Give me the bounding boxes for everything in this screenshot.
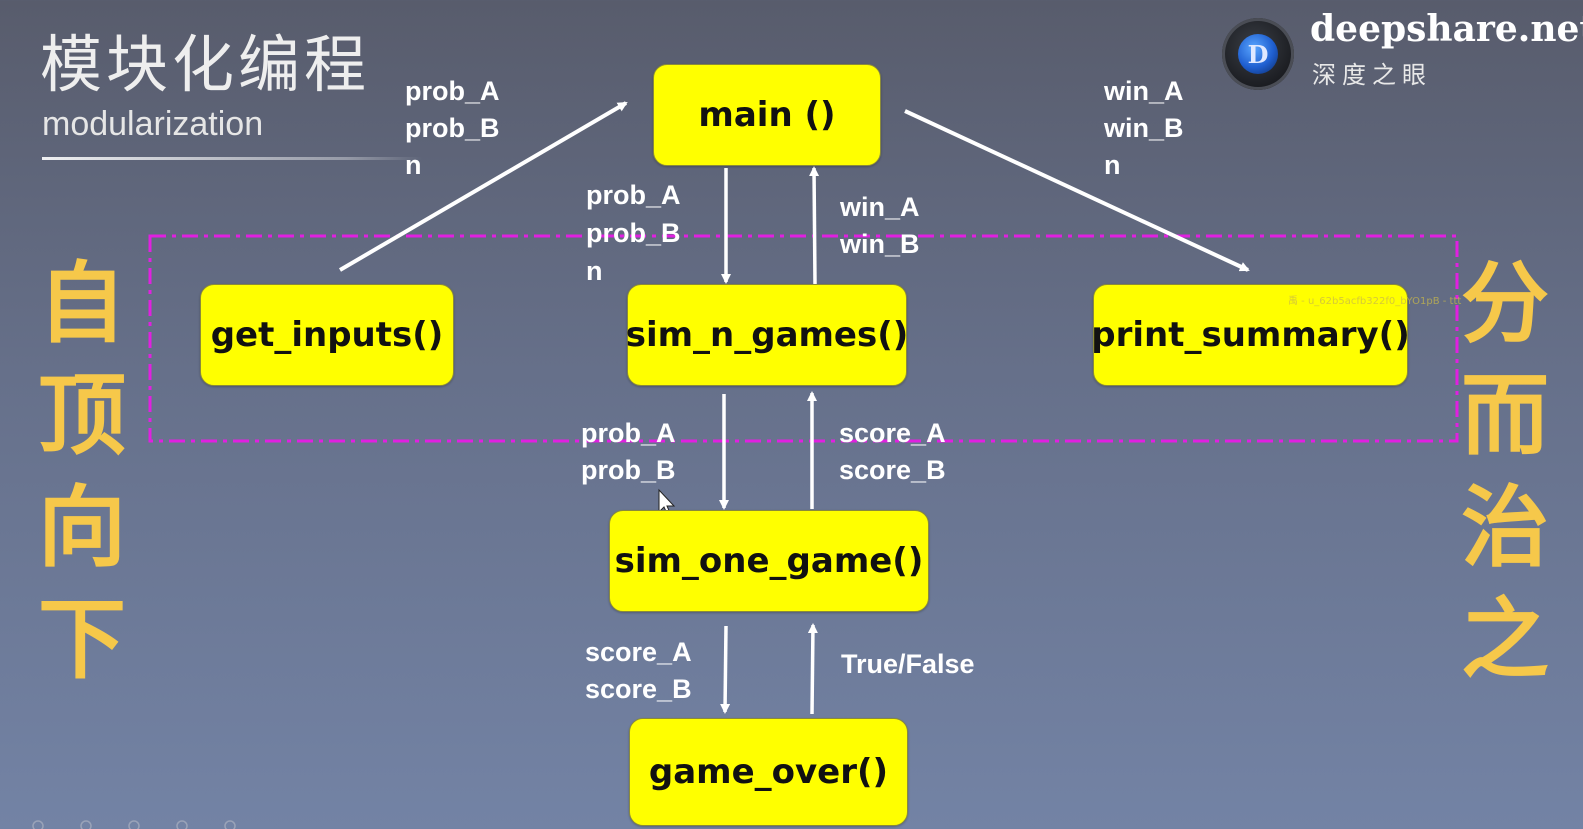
side-left-char: 自 [37, 252, 126, 355]
edge-label-line: prob_B [581, 455, 676, 485]
label-sim-one-game-to-game-over: score_A score_B [585, 634, 692, 708]
edge-label-line: n [586, 256, 603, 286]
arrow-get-inputs-to-main [338, 101, 628, 272]
node-sim-n-games: sim_n_games() [626, 284, 908, 386]
edge-label-line: win_B [1104, 113, 1184, 143]
watermark-text: 禹 - u_62b5acfb322f0_bYO1pB - ttt [1288, 296, 1462, 307]
edge-label-line: win_B [840, 229, 920, 259]
side-right-char: 之 [1460, 588, 1549, 691]
edge-label-line: prob_A [581, 418, 676, 448]
label-game-over-to-sim-one-game: True/False [841, 646, 975, 683]
label-main-to-print-summary: win_A win_B n [1104, 73, 1184, 184]
edge-label-line: n [1104, 150, 1121, 180]
edge-label-line: prob_A [405, 76, 500, 106]
edge-label-line: score_B [585, 674, 692, 704]
label-get-inputs-to-main: prob_A prob_B n [405, 73, 500, 184]
label-sim-one-game-to-sim-n-games: score_A score_B [839, 415, 946, 489]
edge-label-line: score_A [585, 637, 692, 667]
page-title: 模块化编程 [40, 28, 371, 101]
node-get-inputs: get_inputs() [200, 284, 454, 386]
arrow-sim-n-games-to-main [809, 166, 820, 285]
module-group-border [148, 234, 1459, 443]
edge-label-line: prob_A [586, 180, 681, 210]
edge-label-line: win_A [1104, 76, 1184, 106]
edge-label-line: score_B [839, 455, 946, 485]
side-text-left: 自 顶 向 下 [32, 248, 132, 696]
side-left-char: 下 [37, 588, 126, 691]
edge-label-line: prob_B [586, 218, 681, 248]
arrow-main-to-print-summary [904, 109, 1250, 272]
page-subtitle: modularization [42, 105, 264, 143]
slide-nav-dots [32, 820, 236, 829]
edge-label-line: score_A [839, 418, 946, 448]
side-left-char: 向 [37, 476, 126, 579]
node-game-over: game_over() [629, 718, 908, 826]
arrow-game-over-to-sim-one-game [807, 623, 818, 715]
edge-label-line: win_A [840, 192, 920, 222]
label-sim-n-games-to-main: win_A win_B [840, 189, 920, 263]
title-underline [42, 157, 422, 160]
arrow-sim-one-game-to-game-over [720, 625, 731, 714]
side-right-char: 而 [1460, 364, 1549, 467]
edge-label-line: n [405, 150, 422, 180]
label-main-to-sim-n-games: prob_A prob_B n [586, 176, 681, 290]
side-left-char: 顶 [37, 364, 126, 467]
label-sim-n-games-to-sim-one-game: prob_A prob_B [581, 415, 676, 489]
brand-name: deepshare.net [1310, 8, 1583, 50]
node-sim-one-game: sim_one_game() [609, 510, 929, 612]
node-print-summary: print_summary() [1091, 284, 1410, 386]
brand-subtitle: 深度之眼 [1312, 61, 1432, 89]
edge-label-line: True/False [841, 649, 975, 679]
side-right-char: 治 [1460, 476, 1549, 579]
side-right-char: 分 [1460, 252, 1549, 355]
edge-label-line: prob_B [405, 113, 500, 143]
side-text-right: 分 而 治 之 [1455, 248, 1555, 696]
brand-logo-icon: D [1222, 18, 1294, 90]
node-main: main () [653, 64, 881, 166]
brand-logo-letter: D [1238, 34, 1278, 74]
